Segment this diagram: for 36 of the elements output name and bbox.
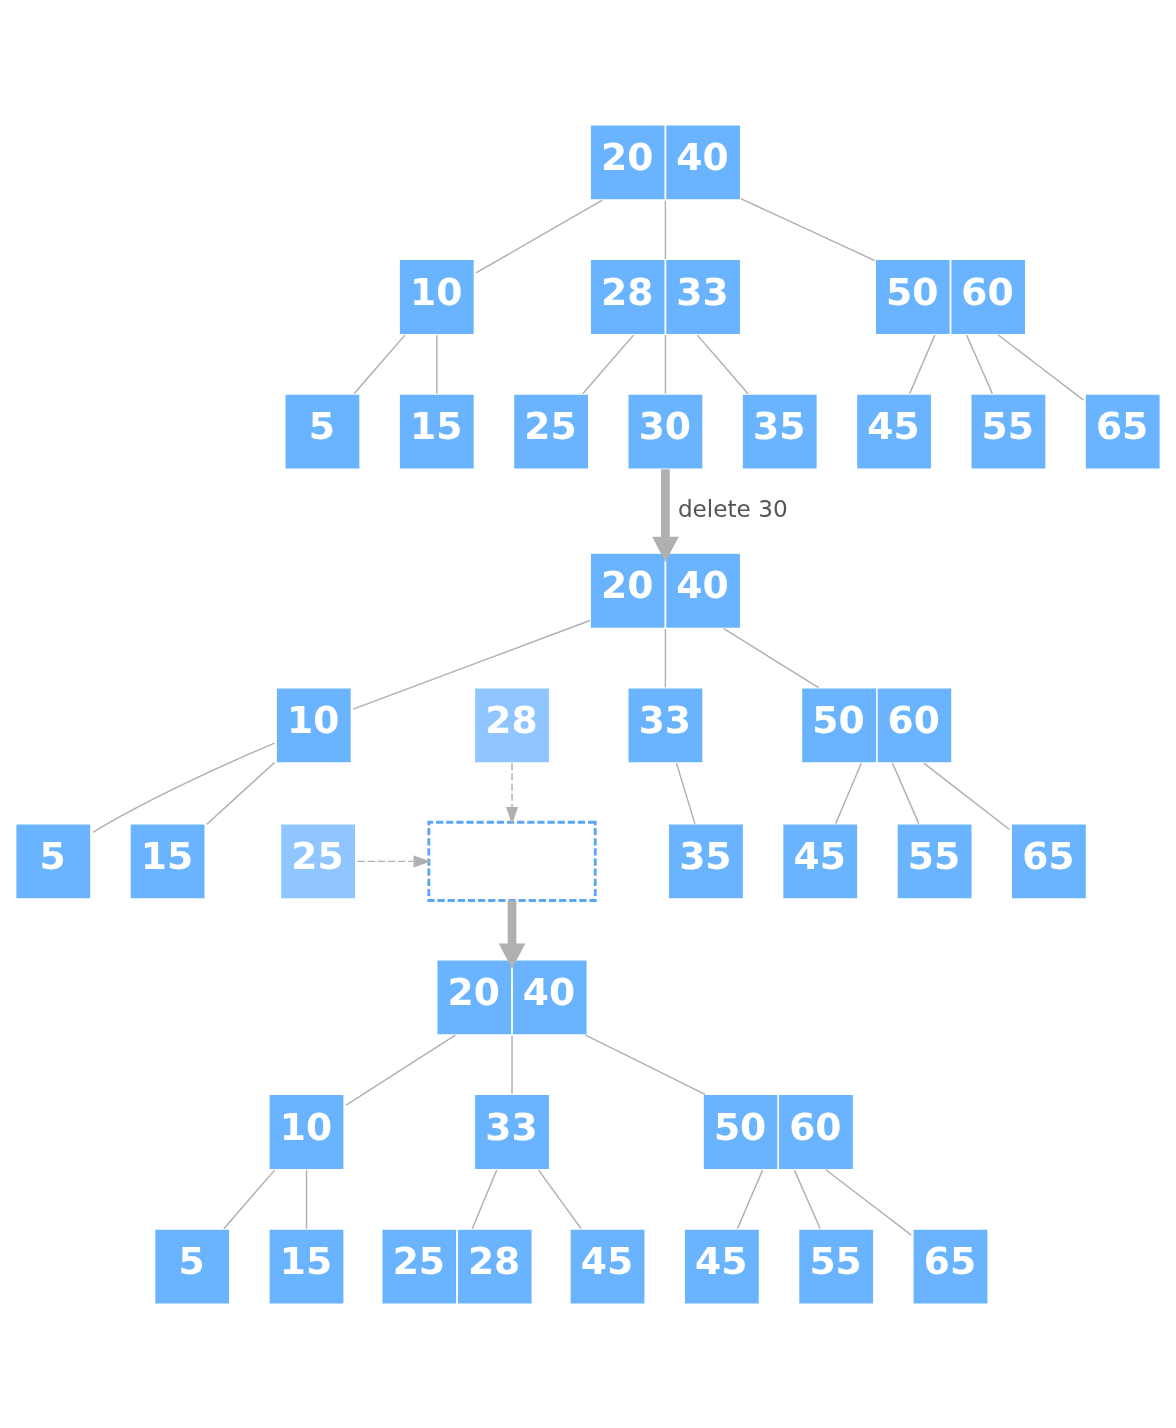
node-box bbox=[427, 820, 597, 902]
connector bbox=[475, 198, 604, 274]
connector bbox=[834, 761, 862, 824]
connector bbox=[923, 761, 1011, 830]
connector bbox=[723, 627, 820, 688]
connector bbox=[471, 1168, 498, 1229]
connector bbox=[511, 1034, 513, 1095]
connector bbox=[305, 1168, 308, 1229]
connector bbox=[436, 333, 438, 394]
connector bbox=[223, 1168, 276, 1229]
connector bbox=[584, 1033, 706, 1095]
connector bbox=[736, 1168, 764, 1229]
connector bbox=[345, 1033, 457, 1106]
connector bbox=[965, 333, 994, 394]
connector bbox=[675, 761, 696, 824]
connector bbox=[696, 333, 749, 394]
arrow bbox=[505, 761, 519, 824]
connector bbox=[206, 761, 276, 825]
connector bbox=[891, 761, 920, 824]
arrow bbox=[652, 468, 679, 562]
connector bbox=[739, 197, 876, 261]
connector bbox=[352, 619, 591, 710]
connector bbox=[997, 333, 1085, 401]
connector bbox=[664, 199, 667, 260]
connector bbox=[92, 741, 276, 833]
connector bbox=[537, 1168, 582, 1229]
connector bbox=[664, 333, 667, 394]
connector bbox=[793, 1168, 821, 1229]
edge-label: delete 30 bbox=[677, 495, 788, 522]
arrow bbox=[356, 854, 431, 867]
arrow bbox=[498, 900, 526, 969]
connector bbox=[909, 333, 936, 394]
connector bbox=[353, 333, 406, 394]
connector bbox=[582, 333, 635, 394]
connector bbox=[664, 627, 667, 688]
connector bbox=[825, 1168, 912, 1236]
